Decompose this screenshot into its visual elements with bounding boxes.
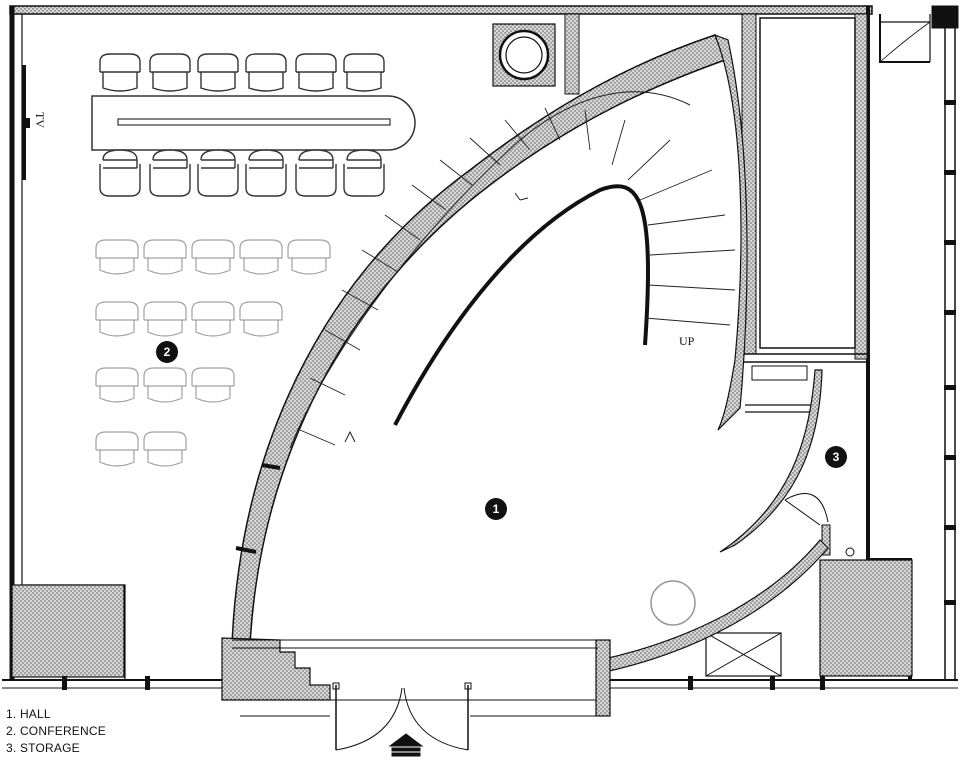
legend: 1. HALL 2. CONFERENCE 3. STORAGE <box>6 706 106 757</box>
entrance <box>221 637 611 757</box>
room-marker-conference: 2 <box>156 341 178 363</box>
curved-hall-wall <box>231 33 829 673</box>
legend-item-hall: 1. HALL <box>6 707 51 721</box>
conference-table <box>91 95 416 151</box>
legend-item-storage: 3. STORAGE <box>6 741 80 755</box>
window-mullions <box>62 100 956 690</box>
room-marker-storage: 3 <box>825 446 847 468</box>
room-marker-hall-number: 1 <box>493 502 500 516</box>
storage-door <box>784 493 829 526</box>
room-marker-conference-number: 2 <box>164 345 171 359</box>
legend-item-conference: 2. CONFERENCE <box>6 724 106 738</box>
room-marker-storage-number: 3 <box>833 450 840 464</box>
tv-label: TV <box>33 112 47 128</box>
outer-walls <box>2 5 959 689</box>
round-planter <box>650 580 696 626</box>
stair-up-label: UP <box>679 334 695 348</box>
room-marker-hall: 1 <box>485 498 507 520</box>
elevator-shaft <box>492 23 556 87</box>
staircase <box>289 91 736 449</box>
tv-unit: TV <box>22 65 47 180</box>
